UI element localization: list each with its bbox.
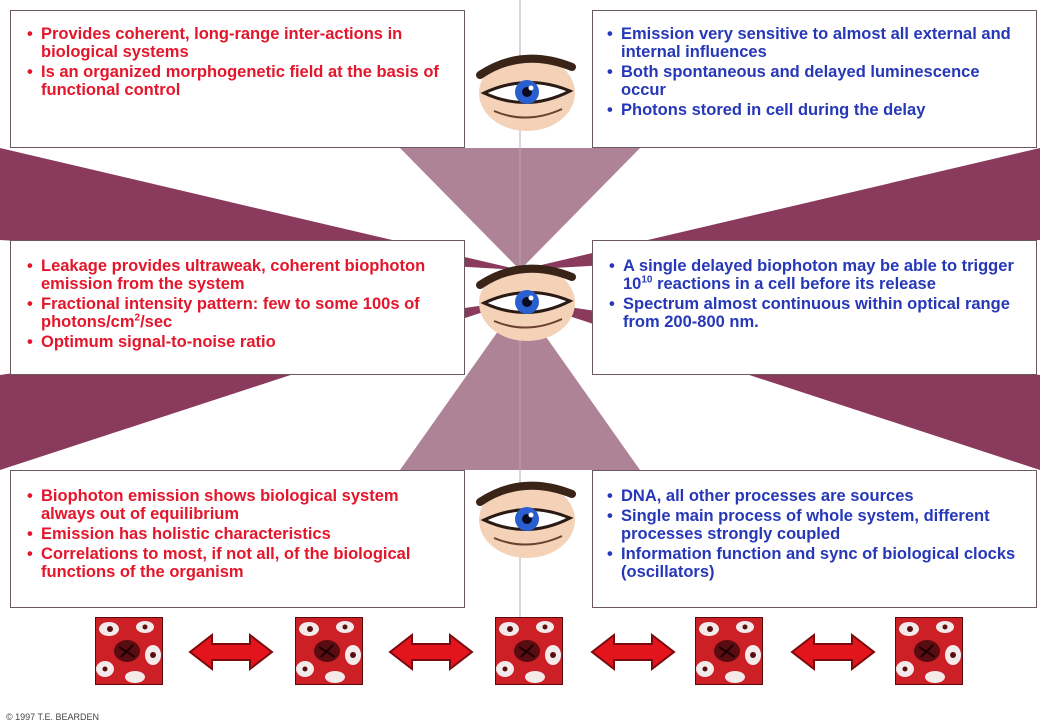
- list-item-suffix: reactions in a cell before its release: [652, 275, 935, 293]
- cell-icon: [95, 617, 163, 685]
- list-item: Information function and sync of biologi…: [605, 545, 1024, 581]
- list-item: Fractional intensity pattern: few to som…: [25, 295, 450, 331]
- box-bottom-left: Biophoton emission shows biological syst…: [10, 470, 465, 608]
- list-item: Provides coherent, long-range inter-acti…: [25, 25, 450, 61]
- eye-icon: [472, 45, 582, 135]
- list-item: Optimum signal-to-noise ratio: [25, 333, 450, 351]
- list-item: Both spontaneous and delayed luminescenc…: [605, 63, 1024, 99]
- list-item: Photons stored in cell during the delay: [605, 101, 1024, 119]
- list-item: Is an organized morphogenetic field at t…: [25, 63, 450, 99]
- list-item: DNA, all other processes are sources: [605, 487, 1024, 505]
- list-item: Single main process of whole system, dif…: [605, 507, 1024, 543]
- cell-icon: [695, 617, 763, 685]
- cell-icon: [295, 617, 363, 685]
- cell-icon: [495, 617, 563, 685]
- list-item-suffix: /sec: [140, 313, 172, 331]
- double-arrow-icon: [188, 632, 274, 672]
- list-item: Biophoton emission shows biological syst…: [25, 487, 450, 523]
- box-middle-left: Leakage provides ultraweak, coherent bio…: [10, 240, 465, 375]
- eye-icon: [472, 472, 582, 562]
- box-top-right: Emission very sensitive to almost all ex…: [592, 10, 1037, 148]
- superscript: 10: [641, 275, 652, 286]
- double-arrow-icon: [790, 632, 876, 672]
- list-item: A single delayed biophoton may be able t…: [607, 257, 1022, 293]
- list-item: Leakage provides ultraweak, coherent bio…: [25, 257, 450, 293]
- list-item: Spectrum almost continuous within optica…: [607, 295, 1022, 331]
- list-item: Correlations to most, if not all, of the…: [25, 545, 450, 581]
- list-item: Emission very sensitive to almost all ex…: [605, 25, 1024, 61]
- list-item: Emission has holistic characteristics: [25, 525, 450, 543]
- eye-icon: [472, 255, 582, 345]
- copyright-notice: © 1997 T.E. BEARDEN: [6, 712, 99, 722]
- box-middle-right: A single delayed biophoton may be able t…: [592, 240, 1037, 375]
- box-top-left: Provides coherent, long-range inter-acti…: [10, 10, 465, 148]
- cell-icon: [895, 617, 963, 685]
- box-bottom-right: DNA, all other processes are sources Sin…: [592, 470, 1037, 608]
- double-arrow-icon: [590, 632, 676, 672]
- double-arrow-icon: [388, 632, 474, 672]
- list-item-text: Fractional intensity pattern: few to som…: [41, 295, 420, 331]
